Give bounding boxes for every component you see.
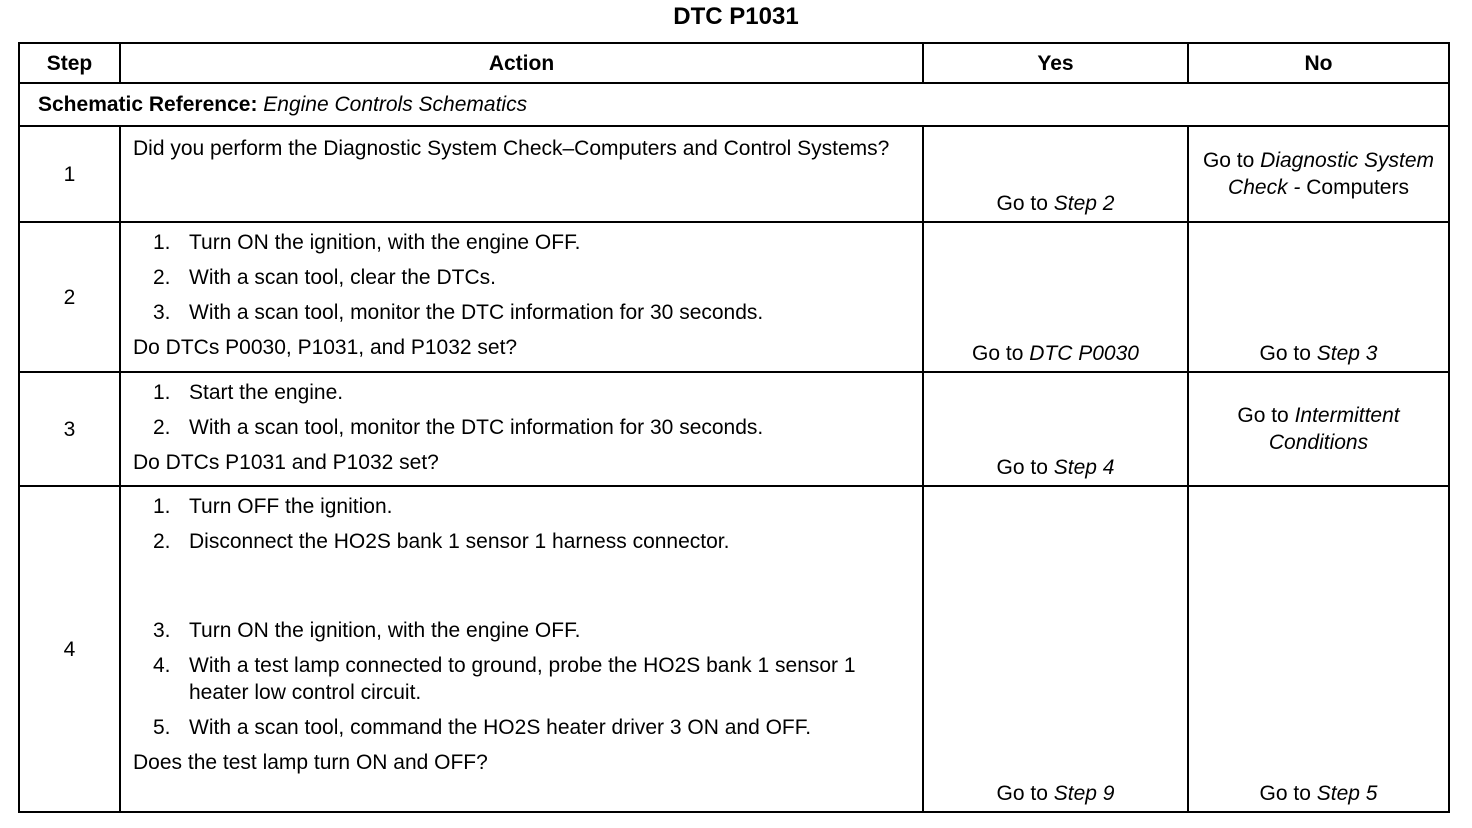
substep-list: 1.Start the engine. 2.With a scan tool, … <box>133 379 912 441</box>
substep-list: 1.Turn OFF the ignition. 2.Disconnect th… <box>133 493 912 741</box>
substep-item: 1.Turn OFF the ignition. <box>153 495 393 518</box>
header-row: Step Action Yes No <box>18 42 1450 84</box>
step-number: 1 <box>18 125 121 223</box>
yes-prefix: Go to <box>996 456 1048 479</box>
substep-item: 2.Disconnect the HO2S bank 1 sensor 1 ha… <box>153 530 730 553</box>
no-prefix: Go to <box>1259 782 1311 805</box>
substep-item: 2.With a scan tool, monitor the DTC info… <box>153 416 764 439</box>
yes-result: Go to Step 4 <box>922 371 1189 487</box>
schematic-label: Schematic Reference: <box>38 93 258 116</box>
no-prefix: Go to <box>1259 342 1311 365</box>
yes-link: DTC P0030 <box>1029 342 1139 365</box>
schematic-value: Engine Controls Schematics <box>263 93 528 116</box>
no-prefix: Go to <box>1202 149 1255 172</box>
step-question: Does the test lamp turn ON and OFF? <box>133 751 488 774</box>
table-row: 1 Did you perform the Diagnostic System … <box>18 125 1450 223</box>
header-step: Step <box>18 42 121 84</box>
substep-item: 3.With a scan tool, monitor the DTC info… <box>153 301 764 324</box>
yes-result: Go to Step 2 <box>922 125 1189 223</box>
schematic-reference: Schematic Reference: Engine Controls Sch… <box>18 82 1450 127</box>
table-row: 3 1.Start the engine. 2.With a scan tool… <box>18 371 1450 487</box>
substep-item: 4.With a test lamp connected to ground, … <box>153 654 856 704</box>
step-number: 3 <box>18 371 121 487</box>
yes-link: Step 4 <box>1053 456 1115 479</box>
step-question: Did you perform the Diagnostic System Ch… <box>133 137 890 160</box>
yes-result: Go to Step 9 <box>922 485 1189 813</box>
no-link: Step 5 <box>1316 782 1378 805</box>
substep-item: 3.Turn ON the ignition, with the engine … <box>153 619 581 642</box>
diagnostic-table: Step Action Yes No Schematic Reference: … <box>18 42 1450 813</box>
step-action: Did you perform the Diagnostic System Ch… <box>119 125 924 223</box>
table-row: 4 1.Turn OFF the ignition. 2.Disconnect … <box>18 485 1450 813</box>
step-number: 4 <box>18 485 121 813</box>
yes-link: Step 2 <box>1053 192 1115 215</box>
yes-prefix: Go to <box>972 342 1024 365</box>
no-result: Go to Intermittent Conditions <box>1187 371 1450 487</box>
substep-item: 1.Turn ON the ignition, with the engine … <box>153 231 581 254</box>
step-question: Do DTCs P0030, P1031, and P1032 set? <box>133 336 518 359</box>
step-action: 1.Turn ON the ignition, with the engine … <box>119 221 924 373</box>
substep-item: 1.Start the engine. <box>153 381 344 404</box>
yes-link: Step 9 <box>1053 782 1115 805</box>
no-result: Go to Step 5 <box>1187 485 1450 813</box>
no-prefix: Go to <box>1237 404 1289 427</box>
schematic-row: Schematic Reference: Engine Controls Sch… <box>18 82 1450 127</box>
step-action: 1.Turn OFF the ignition. 2.Disconnect th… <box>119 485 924 813</box>
substep-item: 5.With a scan tool, command the HO2S hea… <box>153 716 812 739</box>
yes-prefix: Go to <box>996 192 1048 215</box>
page-title: DTC P1031 <box>673 3 799 30</box>
step-number: 2 <box>18 221 121 373</box>
no-link: Intermittent Conditions <box>1268 404 1400 454</box>
header-no: No <box>1187 42 1450 84</box>
header-yes: Yes <box>922 42 1189 84</box>
step-action: 1.Start the engine. 2.With a scan tool, … <box>119 371 924 487</box>
substep-list: 1.Turn ON the ignition, with the engine … <box>133 229 912 326</box>
no-link: Diagnostic System Check - <box>1228 149 1435 199</box>
step-question: Do DTCs P1031 and P1032 set? <box>133 451 439 474</box>
no-result: Go to Step 3 <box>1187 221 1450 373</box>
substep-item: 2.With a scan tool, clear the DTCs. <box>153 266 496 289</box>
yes-prefix: Go to <box>996 782 1048 805</box>
no-link: Step 3 <box>1316 342 1378 365</box>
no-result: Go to Diagnostic System Check - Computer… <box>1187 125 1450 223</box>
yes-result: Go to DTC P0030 <box>922 221 1189 373</box>
header-action: Action <box>119 42 924 84</box>
table-row: 2 1.Turn ON the ignition, with the engin… <box>18 221 1450 373</box>
no-suffix: Computers <box>1306 176 1409 199</box>
